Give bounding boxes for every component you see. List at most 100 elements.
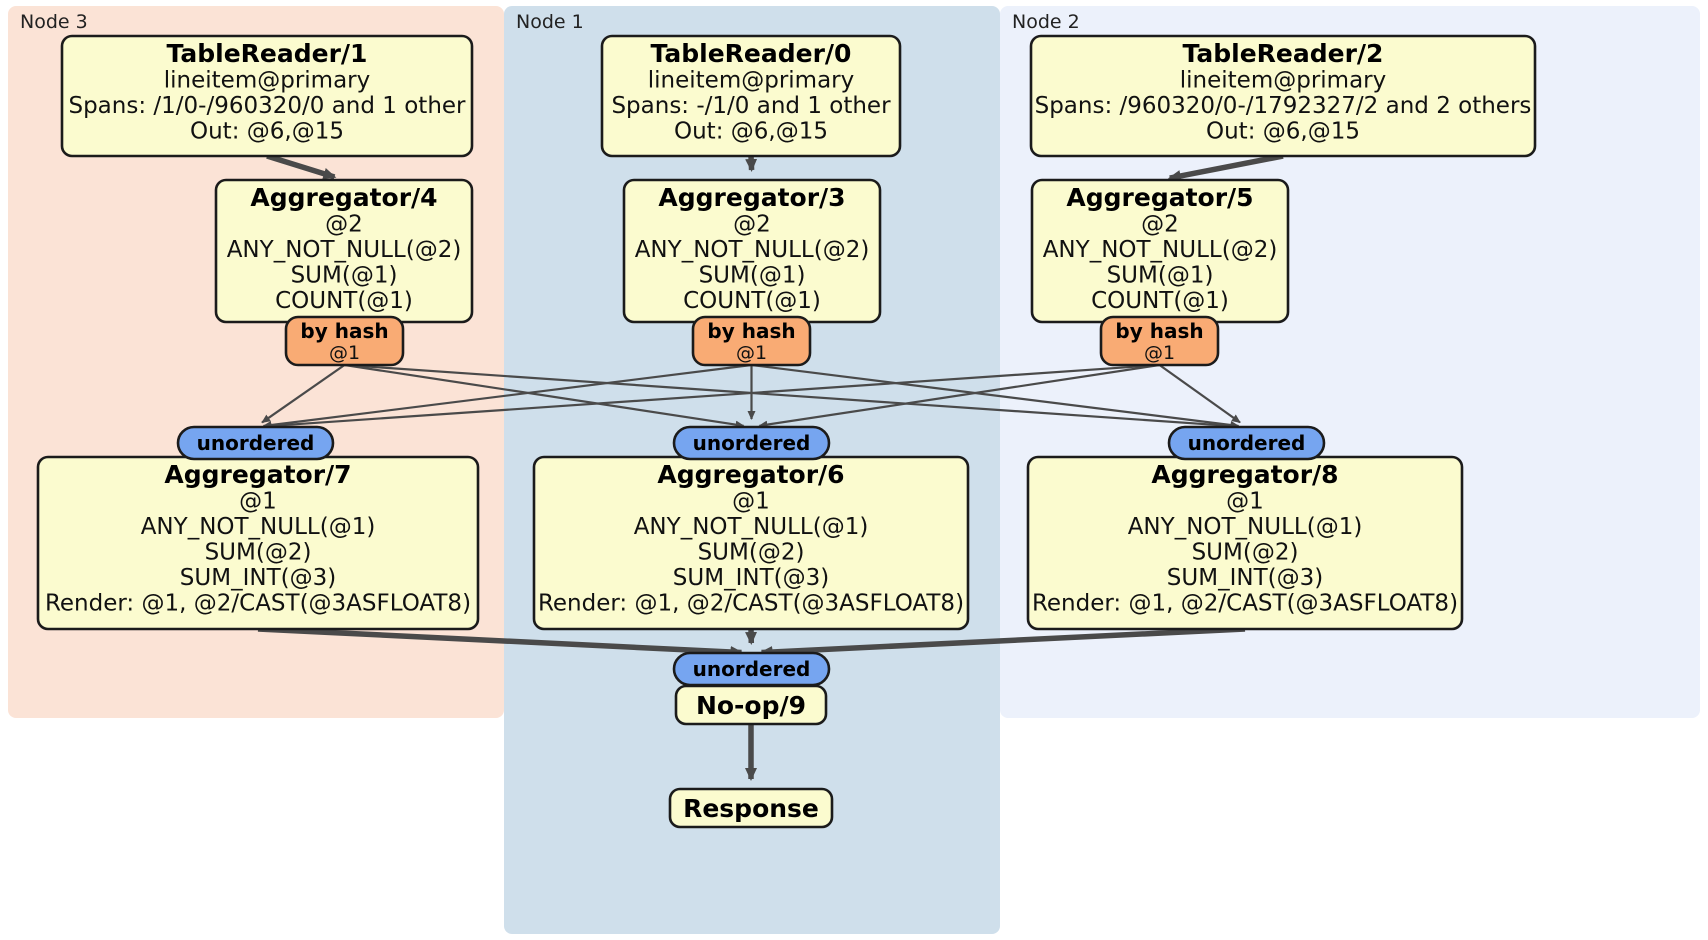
aggregator-3-line: SUM(@1) (699, 263, 806, 289)
aggregator-7[interactable]: Aggregator/7@1ANY_NOT_NULL(@1)SUM(@2)SUM… (36, 455, 480, 631)
aggregator-6-line: ANY_NOT_NULL(@1) (634, 514, 869, 540)
aggregator-7-title: Aggregator/7 (164, 460, 351, 489)
aggregator-5-line: @2 (1141, 212, 1179, 238)
no-op-9[interactable]: No-op/9 (674, 684, 828, 726)
by-hash-badge-3-sub: @1 (736, 342, 767, 364)
edge-hash4-to-unord7 (261, 364, 346, 424)
unordered-pill-final-frame (672, 651, 831, 687)
table-reader-1-line: Out: @6,@15 (190, 119, 344, 145)
unordered-pill-left-frame (176, 425, 335, 461)
no-op-9-title: No-op/9 (696, 691, 806, 720)
aggregator-3[interactable]: Aggregator/3@2ANY_NOT_NULL(@2)SUM(@1)COU… (622, 178, 882, 324)
aggregator-5-line: ANY_NOT_NULL(@2) (1043, 237, 1278, 263)
aggregator-6-line: @1 (732, 489, 770, 515)
by-hash-badge-4[interactable]: by hash@1 (284, 315, 405, 367)
by-hash-badge-4-frame (284, 315, 405, 367)
table-reader-2-frame (1029, 34, 1537, 158)
aggregator-8-line: Render: @1, @2/CAST(@3ASFLOAT8) (1032, 591, 1458, 617)
aggregator-4[interactable]: Aggregator/4@2ANY_NOT_NULL(@2)SUM(@1)COU… (214, 178, 474, 324)
aggregator-6-line: SUM_INT(@3) (673, 565, 829, 591)
unordered-pill-right[interactable]: unordered (1167, 425, 1326, 461)
aggregator-6-line: Render: @1, @2/CAST(@3ASFLOAT8) (538, 591, 964, 617)
table-reader-1-line: lineitem@primary (164, 68, 370, 94)
aggregator-5-line: SUM(@1) (1107, 263, 1214, 289)
aggregator-7-line: ANY_NOT_NULL(@1) (141, 514, 376, 540)
aggregator-7-line: SUM(@2) (205, 540, 312, 566)
aggregator-7-line: Render: @1, @2/CAST(@3ASFLOAT8) (45, 591, 471, 617)
by-hash-badge-5-sub: @1 (1144, 342, 1175, 364)
aggregator-3-line: COUNT(@1) (683, 288, 821, 314)
node-panel-label: Node 1 (516, 11, 584, 33)
edge-hash4-to-unord6 (344, 363, 745, 429)
aggregator-8-line: SUM(@2) (1192, 540, 1299, 566)
aggregator-8-title: Aggregator/8 (1151, 460, 1338, 489)
by-hash-badge-3-title: by hash (707, 319, 795, 343)
response[interactable]: Response (668, 787, 834, 829)
by-hash-badge-5[interactable]: by hash@1 (1099, 315, 1220, 367)
by-hash-badge-4-title: by hash (300, 319, 388, 343)
edge-hash5-to-unord6 (758, 363, 1160, 429)
table-reader-2-line: Spans: /960320/0-/1792327/2 and 2 others (1035, 93, 1532, 119)
table-reader-1-title: TableReader/1 (167, 39, 368, 68)
aggregator-6-title: Aggregator/6 (657, 460, 844, 489)
aggregator-4-title: Aggregator/4 (250, 183, 437, 212)
unordered-pill-right-frame (1167, 425, 1326, 461)
edge-hash5-to-unord8 (1158, 364, 1241, 424)
unordered-pill-center-frame (672, 425, 831, 461)
aggregator-5-title: Aggregator/5 (1066, 183, 1253, 212)
aggregator-4-line: ANY_NOT_NULL(@2) (227, 237, 462, 263)
edge-hash3-to-unord8 (751, 363, 1240, 429)
table-reader-2-line: lineitem@primary (1180, 68, 1386, 94)
unordered-pill-final[interactable]: unordered (672, 651, 831, 687)
unordered-pill-left[interactable]: unordered (176, 425, 335, 461)
aggregator-3-title: Aggregator/3 (658, 183, 845, 212)
unordered-pill-left-label: unordered (197, 431, 315, 455)
node-panel-label: Node 3 (20, 11, 88, 33)
unordered-pill-final-label: unordered (693, 657, 811, 681)
aggregator-6[interactable]: Aggregator/6@1ANY_NOT_NULL(@1)SUM(@2)SUM… (532, 455, 970, 631)
table-reader-0-line: Spans: -/1/0 and 1 other (611, 93, 891, 119)
edge-tablereader2-to-aggregator5 (1167, 153, 1284, 182)
unordered-pill-right-label: unordered (1188, 431, 1306, 455)
unordered-pill-center-label: unordered (693, 431, 811, 455)
table-reader-1-frame (60, 34, 474, 158)
by-hash-badge-3-frame (691, 315, 812, 367)
by-hash-badge-4-sub: @1 (329, 342, 360, 364)
aggregator-7-line: @1 (239, 489, 277, 515)
aggregator-5[interactable]: Aggregator/5@2ANY_NOT_NULL(@2)SUM(@1)COU… (1030, 178, 1290, 324)
unordered-pill-center[interactable]: unordered (672, 425, 831, 461)
by-hash-badge-3[interactable]: by hash@1 (691, 315, 812, 367)
aggregator-4-line: SUM(@1) (291, 263, 398, 289)
edge-aggregator7-to-unord9 (257, 626, 744, 658)
edge-layer (257, 153, 1284, 781)
table-reader-2-title: TableReader/2 (1183, 39, 1384, 68)
aggregator-8[interactable]: Aggregator/8@1ANY_NOT_NULL(@1)SUM(@2)SUM… (1026, 455, 1464, 631)
aggregator-8-line: SUM_INT(@3) (1167, 565, 1323, 591)
node-panel-label: Node 2 (1012, 11, 1080, 33)
aggregator-7-line: SUM_INT(@3) (180, 565, 336, 591)
edge-tablereader0-to-aggregator3 (745, 155, 758, 173)
table-reader-0-line: lineitem@primary (648, 68, 854, 94)
response-frame (668, 787, 834, 829)
edge-aggregator8-to-unord9 (759, 626, 1246, 658)
aggregator-4-line: @2 (325, 212, 363, 238)
by-hash-badge-5-title: by hash (1115, 319, 1203, 343)
aggregator-3-line: ANY_NOT_NULL(@2) (635, 237, 870, 263)
edge-hash3-to-unord7 (262, 363, 752, 429)
aggregator-8-line: ANY_NOT_NULL(@1) (1128, 514, 1363, 540)
edge-hash5-to-unord7 (262, 363, 1160, 430)
edge-tablereader1-to-aggregator4 (266, 153, 337, 180)
table-reader-0-frame (600, 34, 902, 158)
aggregator-8-line: @1 (1226, 489, 1264, 515)
edge-hash4-to-unord8 (344, 363, 1240, 430)
aggregator-4-line: COUNT(@1) (275, 288, 413, 314)
aggregator-5-line: COUNT(@1) (1091, 288, 1229, 314)
table-reader-1-line: Spans: /1/0-/960320/0 and 1 other (68, 93, 466, 119)
table-reader-0-title: TableReader/0 (651, 39, 852, 68)
